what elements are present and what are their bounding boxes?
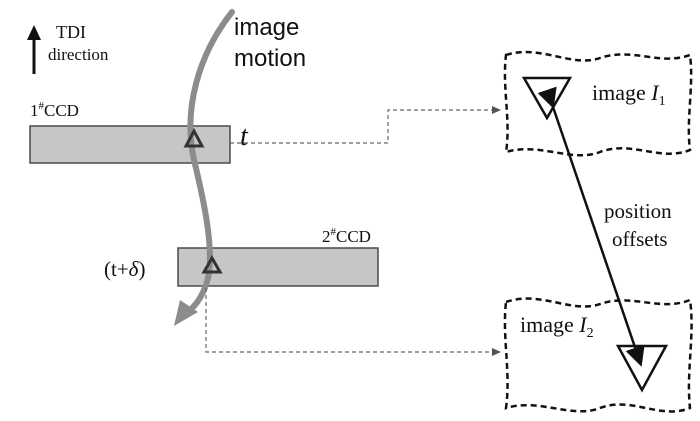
ccd-2-time-prefix: (t+ [104,257,129,281]
ccd-2-text: CCD [336,227,371,246]
image-1-subscript: 1 [659,94,666,109]
image-2-label: image I2 [520,312,594,341]
image-1-symbol: I [650,80,660,105]
ccd-2-time-suffix: ) [138,257,145,281]
ccd-2-target-triangle-icon [201,254,223,274]
ccd-1-to-image-1-connector [230,106,501,144]
ccd-2-time-label: (t+δ) [104,257,145,281]
position-offset-label-line1: position [604,199,672,223]
ccd-2-number: 2 [322,227,331,246]
ccd-1-label: 1#CCD [30,100,79,120]
position-offset-label-backing [603,194,693,250]
image-motion-curve [183,9,235,317]
ccd-1: 1#CCD t [29,100,249,164]
ccd-2-time-delta: δ [129,257,140,281]
image-2-subscript: 2 [587,326,594,341]
ccd-2: 2#CCD (t+δ) [104,226,379,287]
ccd-1-text: CCD [44,101,79,120]
image-1-label: image I1 [592,80,666,109]
tdi-direction-indicator: TDI direction [27,22,109,74]
image-1-frame: image I1 [503,50,693,157]
tdi-label-line1: TDI [56,22,86,42]
position-offset-arrow-icon [537,86,645,367]
ccd-1-time-label: t [240,121,249,152]
motion-label-line2: motion [234,45,306,72]
tdi-label-line2: direction [48,45,109,64]
motion-label-line1: image [234,14,299,41]
image-2-frame: image I2 [503,297,693,413]
ccd-1-sup: # [39,100,45,112]
image-2-word: image [520,312,579,337]
tdi-arrowhead-icon [27,25,41,40]
image-1-word: image [592,80,651,105]
position-offset-label-line2: offsets [612,227,668,251]
ccd-2-label: 2#CCD [322,226,371,246]
image-motion-arrowhead-icon [174,300,198,326]
ccd-2-to-image-2-connector [205,288,501,356]
ccd-1-number: 1 [30,101,39,120]
ccd-1-target-triangle-icon [183,127,205,148]
ccd-2-sup: # [331,226,337,238]
